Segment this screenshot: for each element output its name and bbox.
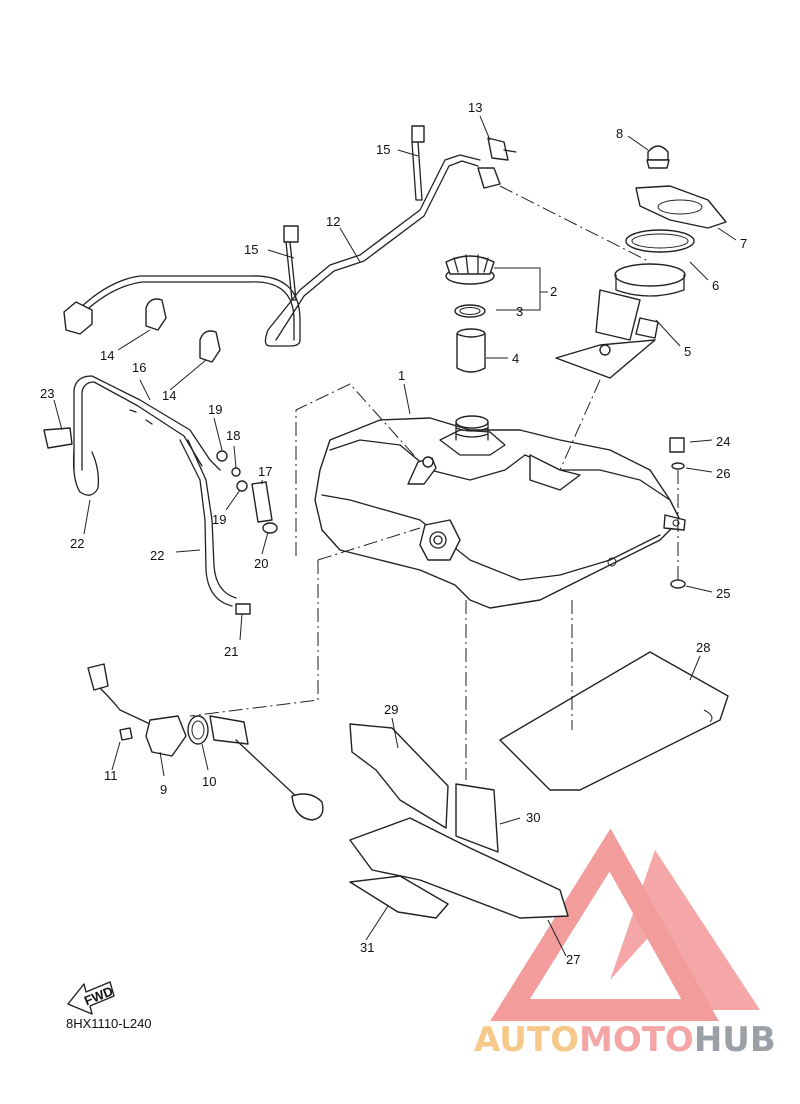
watermark-moto: MOTO (578, 1020, 694, 1060)
fuel-hose (63, 154, 501, 347)
cap-gasket (454, 304, 486, 318)
watermark-auto: AUTO (474, 1020, 579, 1060)
callout-19b: 19 (212, 512, 226, 527)
callout-4: 4 (512, 351, 519, 366)
callout-8: 8 (616, 126, 623, 141)
callout-26: 26 (716, 466, 730, 481)
callout-21: 21 (224, 644, 238, 659)
callout-5: 5 (684, 344, 691, 359)
fwd-label: FWD (82, 983, 115, 1008)
callout-22b: 22 (150, 548, 164, 563)
joint-17 (251, 481, 273, 523)
callout-30: 30 (526, 810, 540, 825)
watermark-hub: HUB (693, 1020, 776, 1060)
watermark-logo-icon (490, 828, 760, 1021)
fuel-cap (445, 254, 495, 285)
callout-14a: 14 (100, 348, 114, 363)
hose-clip-left (145, 298, 167, 331)
callout-29: 29 (384, 702, 398, 717)
callout-14b: 14 (162, 388, 176, 403)
callout-16: 16 (132, 360, 146, 375)
callout-11: 11 (104, 768, 118, 783)
callout-9: 9 (160, 782, 167, 797)
assembly-lines (189, 185, 679, 780)
callout-28: 28 (696, 640, 710, 655)
clamp-21 (235, 603, 251, 615)
callout-25: 25 (716, 586, 730, 601)
callout-15b: 15 (244, 242, 258, 257)
callout-labels: 1 2 3 4 5 6 7 8 9 10 11 12 13 14 14 15 1… (40, 100, 747, 967)
callout-6: 6 (712, 278, 719, 293)
hose-clamp-23 (43, 427, 73, 449)
washer-26 (671, 462, 685, 470)
callout-12: 12 (326, 214, 340, 229)
callout-17: 17 (258, 464, 272, 479)
washer-25 (670, 579, 686, 589)
callout-20: 20 (254, 556, 268, 571)
heat-guard-27 (349, 817, 569, 919)
heat-guard-31 (349, 875, 449, 919)
fuel-sender (87, 663, 324, 821)
callout-2: 2 (550, 284, 557, 299)
heat-guard-29 (349, 723, 449, 829)
heat-guard-30 (455, 783, 499, 853)
bolt-24 (669, 437, 685, 453)
drawing-code: 8HX1110-L240 (66, 1016, 152, 1031)
cable-tie-lower (283, 225, 299, 301)
forward-arrow-icon: FWD (67, 981, 115, 1015)
leader-lines (53, 115, 737, 957)
heat-guard-28 (499, 651, 729, 791)
callout-19a: 19 (208, 402, 222, 417)
fuel-pump (555, 263, 686, 379)
pump-gasket (625, 229, 695, 253)
callout-3: 3 (516, 304, 523, 319)
callout-23: 23 (40, 386, 54, 401)
callout-1: 1 (398, 368, 405, 383)
clip-18-19 (216, 450, 248, 492)
cap-nut (646, 145, 670, 169)
callout-27: 27 (566, 952, 580, 967)
set-plate (635, 185, 727, 229)
hose-clip-right (199, 330, 221, 363)
callout-31: 31 (360, 940, 374, 955)
callout-24: 24 (716, 434, 730, 449)
cable-tie-upper (411, 125, 425, 201)
filler-strainer (456, 328, 486, 373)
callout-10: 10 (202, 774, 216, 789)
fuel-tank (314, 415, 686, 609)
hose-connector (487, 137, 517, 161)
callout-22a: 22 (70, 536, 84, 551)
callout-7: 7 (740, 236, 747, 251)
callout-15a: 15 (376, 142, 390, 157)
breather-hose (72, 375, 237, 607)
watermark-text: AUTOMOTOHUB (474, 1020, 776, 1060)
callout-18: 18 (226, 428, 240, 443)
callout-13: 13 (468, 100, 482, 115)
clamp-20 (262, 522, 278, 534)
